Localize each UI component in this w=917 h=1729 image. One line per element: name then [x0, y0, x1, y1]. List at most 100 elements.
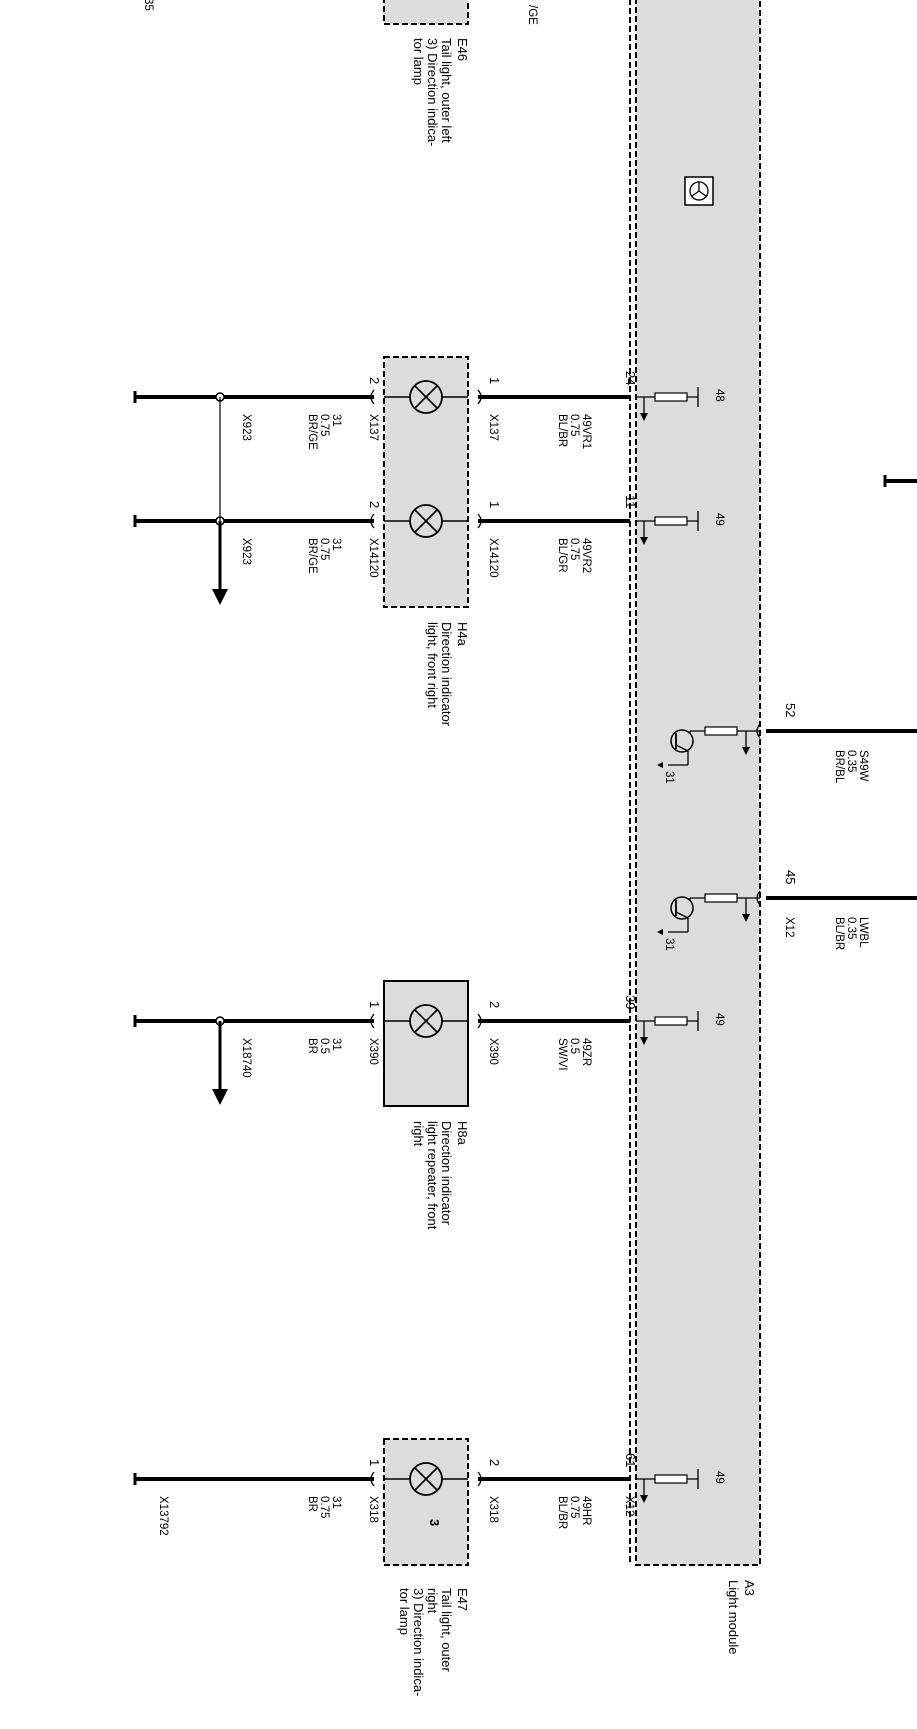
connector-pin-out: 2	[367, 501, 382, 508]
connector-in-label: X137	[487, 414, 499, 441]
svg-text:BL/BR: BL/BR	[556, 414, 568, 447]
svg-text:H8a: H8a	[455, 1121, 470, 1146]
connector-pin-out: 2	[367, 377, 382, 384]
svg-text:X923: X923	[240, 414, 252, 441]
svg-text:BR/BL: BR/BL	[833, 750, 845, 784]
connector-pin-out: 1	[367, 1001, 382, 1008]
component-e46-label: E46 Tail light, outer left 3) Direction …	[411, 38, 470, 146]
transistor-ground-label: 31	[663, 938, 675, 951]
fuse-symbol	[636, 387, 699, 421]
svg-text:X137: X137	[367, 414, 379, 441]
svg-text:0.75: 0.75	[568, 538, 580, 560]
ground-wire-label: 310.5BR	[306, 1038, 342, 1054]
svg-text:49: 49	[713, 1471, 725, 1484]
svg-text:0.35: 0.35	[845, 917, 857, 939]
svg-text:31: 31	[663, 938, 675, 951]
svg-text:X318: X318	[487, 1496, 499, 1523]
connector-out-label: X390	[367, 1038, 379, 1065]
connector-in-label: X390	[487, 1038, 499, 1065]
svg-text:BL/GR: BL/GR	[556, 538, 568, 573]
svg-text:X12: X12	[623, 1496, 635, 1516]
module-connector-label: X12	[623, 1496, 635, 1516]
svg-text:BL/BR: BL/BR	[556, 1496, 568, 1529]
connector-pin	[477, 389, 482, 405]
svg-text:1: 1	[487, 501, 502, 508]
svg-text:0.35: 0.35	[845, 750, 857, 772]
svg-text:X137: X137	[487, 414, 499, 441]
module-pin-number: 24	[623, 371, 638, 385]
svg-text:3) Direction indica-: 3) Direction indica-	[425, 38, 440, 146]
component-h4a-label: H4a Direction indicator light, front rig…	[425, 622, 470, 727]
component-h8a-label: H8a Direction indicator light repeater, …	[411, 1121, 470, 1230]
svg-text:X12: X12	[783, 917, 795, 937]
svg-text:2: 2	[487, 1001, 502, 1008]
connector-pin-in: 2	[487, 1001, 502, 1008]
svg-text:1: 1	[367, 1001, 382, 1008]
module-pin-number: 45	[783, 870, 798, 884]
svg-text:31: 31	[330, 1038, 342, 1051]
svg-text:X390: X390	[487, 1038, 499, 1065]
svg-text:39: 39	[623, 995, 638, 1009]
svg-text:tor lamp: tor lamp	[411, 38, 426, 85]
svg-text:2: 2	[367, 501, 382, 508]
svg-text:X318: X318	[367, 1496, 379, 1523]
fuse-label: 48	[713, 389, 725, 402]
svg-text:1: 1	[487, 377, 502, 384]
svg-text:tor lamp: tor lamp	[397, 1588, 412, 1635]
component-e47: 3 E47 Tail light, outer right 3) Directi…	[383, 1438, 470, 1696]
module-pin-number: 61	[623, 1453, 638, 1467]
svg-text:0.75: 0.75	[568, 1496, 580, 1518]
ground-arrow-icon	[212, 1089, 228, 1105]
connector-pin-in: 1	[487, 501, 502, 508]
transistor-icon	[657, 896, 694, 935]
connector-out-label: X14120	[367, 538, 379, 578]
module-id: A3	[742, 1580, 757, 1596]
partial-wire-color: /GE	[526, 5, 538, 25]
svg-text:49VR1: 49VR1	[580, 414, 592, 449]
svg-text:X14120: X14120	[487, 538, 499, 578]
svg-text:1: 1	[367, 1459, 382, 1466]
svg-text:right: right	[425, 1588, 440, 1614]
svg-text:S49W: S49W	[857, 750, 869, 781]
svg-text:E46: E46	[455, 38, 470, 61]
svg-text:11: 11	[623, 495, 638, 509]
light-module-a3: A3 Light module	[629, 0, 761, 1654]
svg-text:61: 61	[623, 1453, 638, 1467]
svg-text:Tail light, outer: Tail light, outer	[439, 1588, 454, 1672]
svg-text:49ZR: 49ZR	[580, 1038, 592, 1066]
svg-text:49HR: 49HR	[580, 1496, 592, 1525]
lamp-icon	[384, 504, 468, 538]
connector-pin	[370, 1471, 375, 1487]
connector-out-label: X318	[367, 1496, 379, 1523]
module-connector-label: X12	[783, 917, 795, 937]
svg-text:E47: E47	[455, 1588, 470, 1611]
svg-text:31: 31	[330, 1496, 342, 1509]
fuse-label: 49	[713, 513, 725, 526]
connector-pin	[477, 1471, 482, 1487]
module-name: Light module	[726, 1580, 741, 1654]
svg-text:X14120: X14120	[367, 538, 379, 578]
fuse-symbol	[636, 1011, 699, 1045]
connector-pin	[477, 513, 482, 529]
svg-text:24: 24	[623, 371, 638, 385]
connector-pin	[477, 1013, 482, 1029]
svg-text:0.5: 0.5	[318, 1038, 330, 1054]
ground-connector-label: X923	[240, 414, 252, 441]
svg-text:0.75: 0.75	[318, 414, 330, 436]
connector-in-label: X14120	[487, 538, 499, 578]
lamp-icon	[384, 380, 468, 414]
svg-text:0.5: 0.5	[568, 1038, 580, 1054]
connector-pin-in: 2	[487, 1459, 502, 1466]
svg-text:BL/BR: BL/BR	[833, 917, 845, 950]
connector-pin	[370, 513, 375, 529]
svg-text:3) Direction indica-: 3) Direction indica-	[411, 1588, 426, 1696]
